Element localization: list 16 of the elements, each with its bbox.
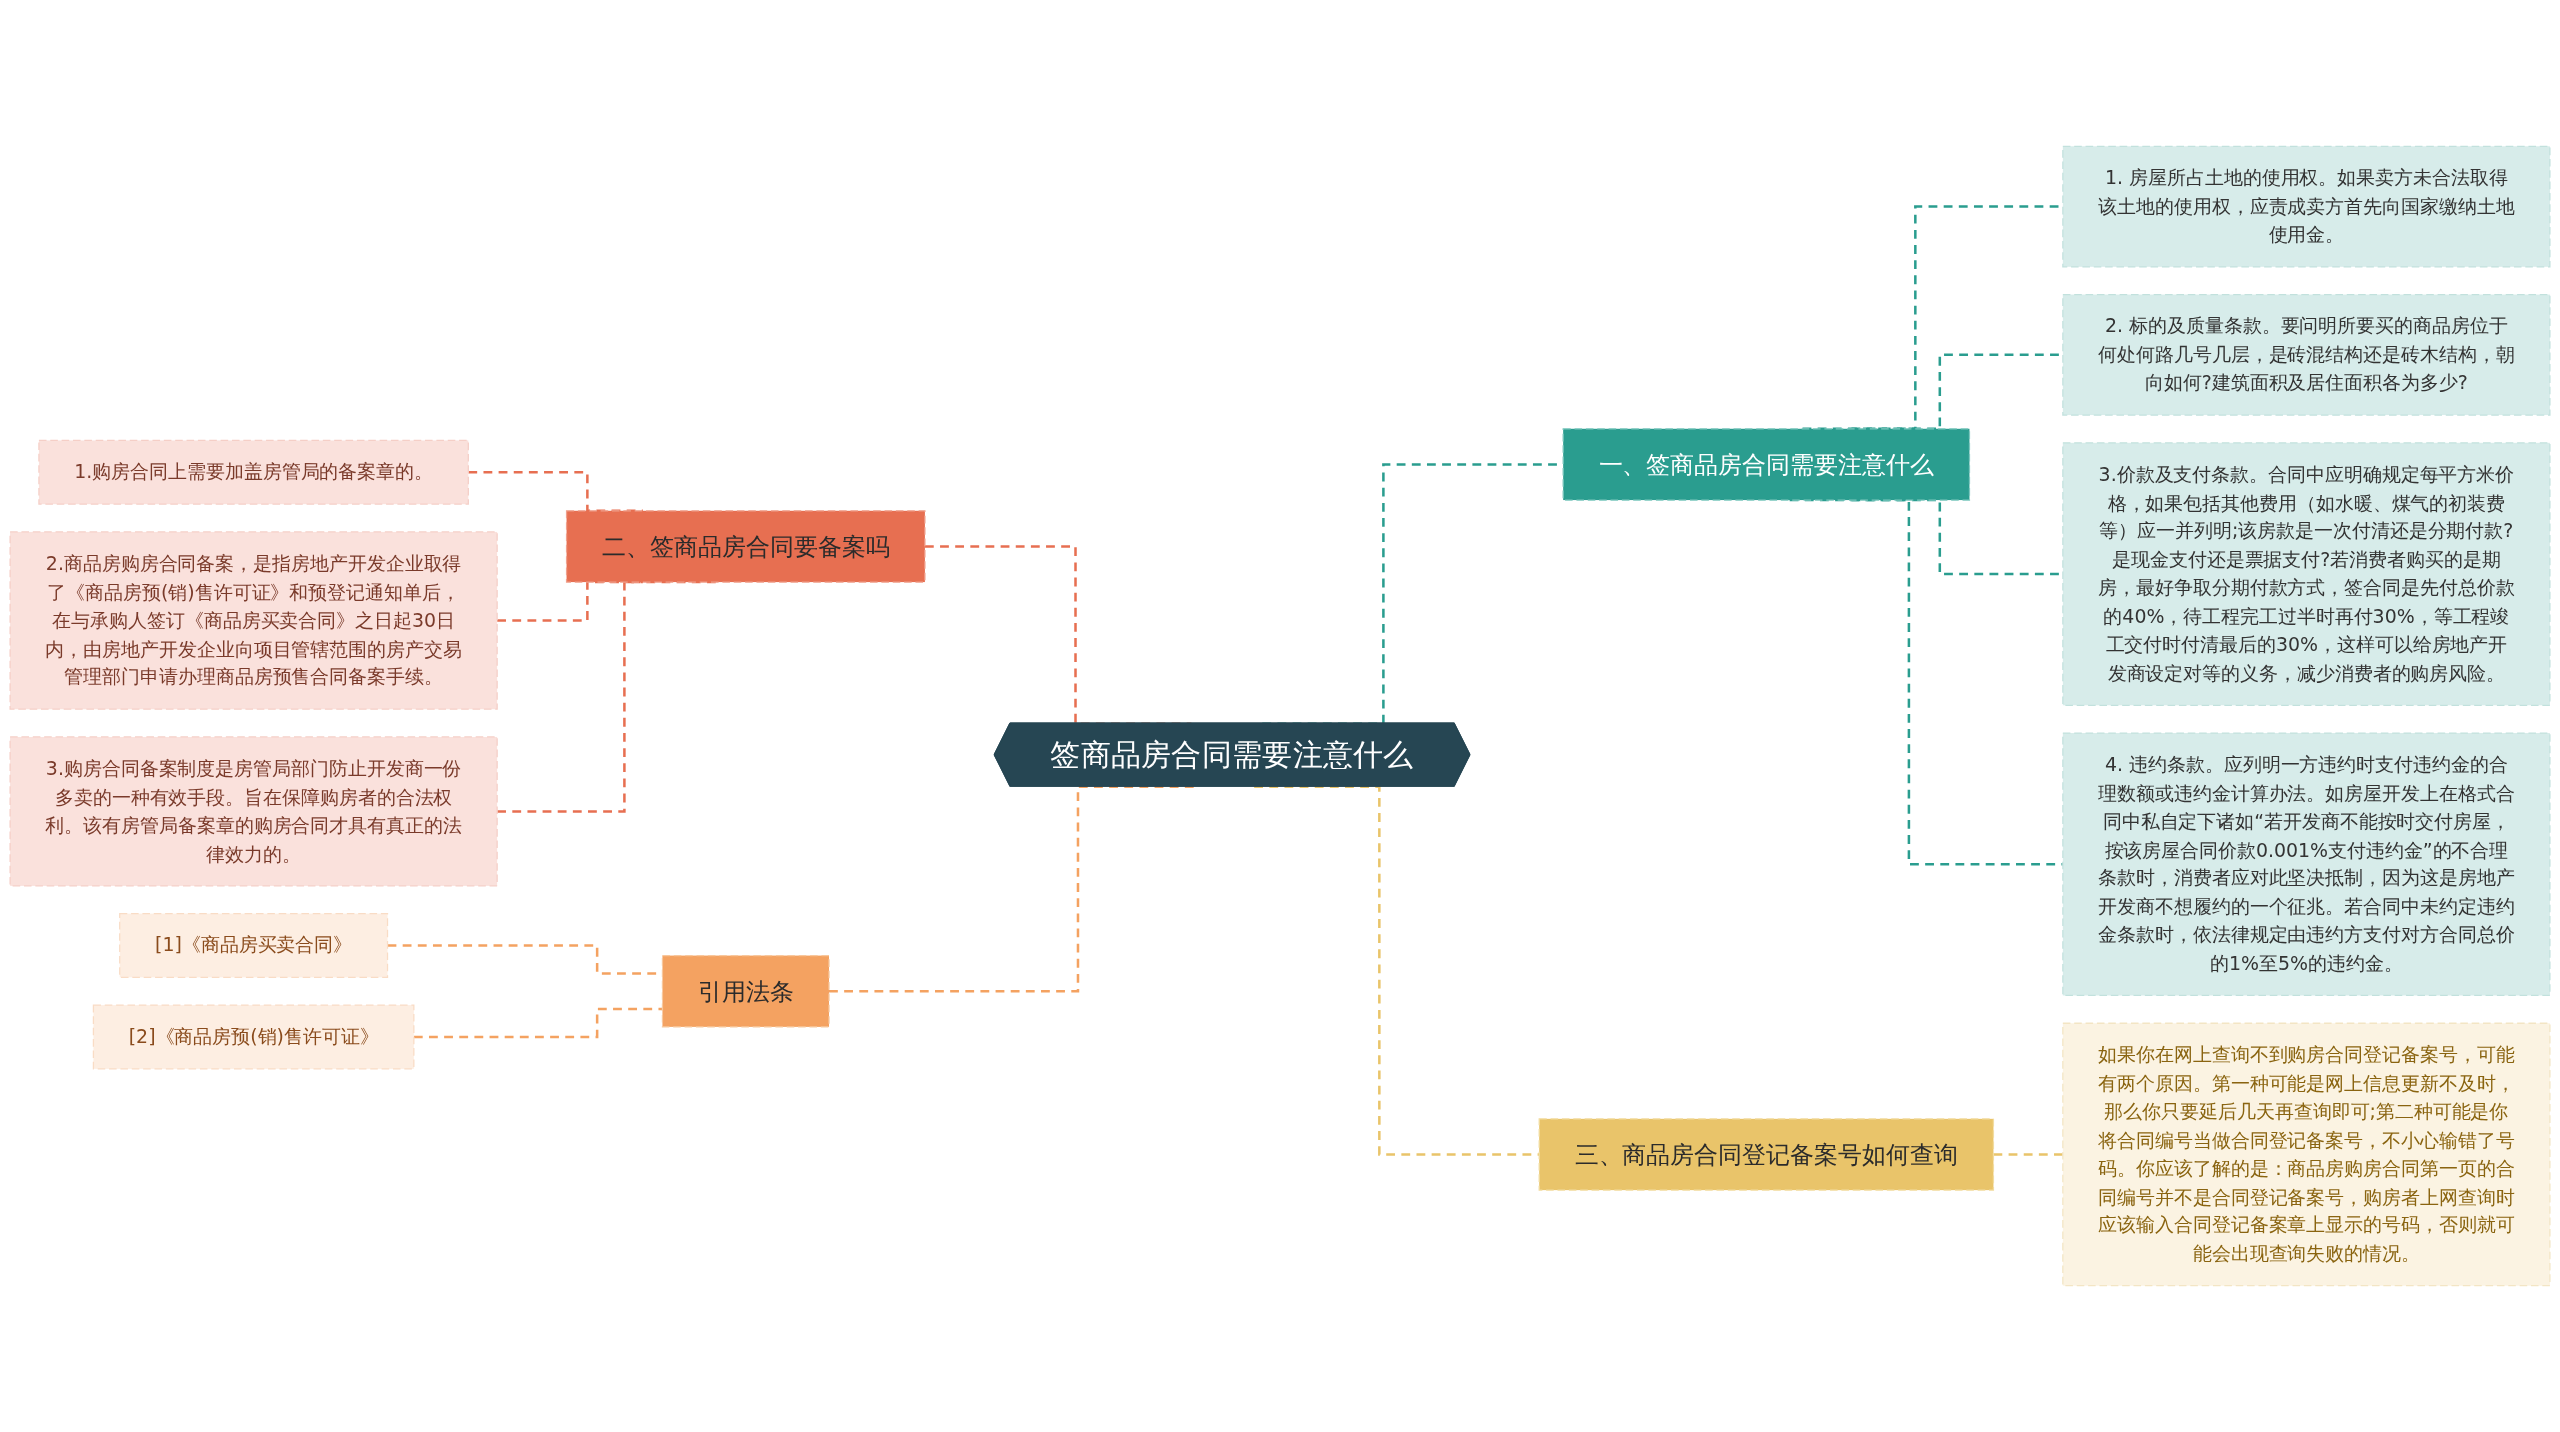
connector: [1993, 1153, 2063, 1156]
node-box: [2]《商品房预(销)售许可证》: [92, 1004, 415, 1070]
node-box: 二、签商品房合同要备案吗: [565, 510, 926, 583]
node-box: 引用法条: [661, 954, 830, 1028]
connector: [413, 1007, 663, 1039]
node-box: 2. 标的及质量条款。要问明所要买的商品房位于何处何路几号几层，是砖混结构还是砖木结构，朝向如何?建筑面积及居住面积各为多少?: [2062, 293, 2551, 416]
node-box: 一、签商品房合同需要注意什么: [1562, 428, 1971, 501]
node-box: 1. 房屋所占土地的使用权。如果卖方未合法取得该土地的使用权，应责成卖方首先向国家缴纳土地使用金。: [2062, 145, 2551, 268]
node-box: 1.购房合同上需要加盖房管局的备案章的。: [38, 439, 469, 505]
node-box: 3.价款及支付条款。合同中应明确规定每平方米价格，如果包括其他费用（如水暖、煤气的初装费等）应一并列明;该房款是一次付清还是分期付款?是现金支付还是票据支付?若消费者购买的是期房，最好争取分期付款方式，签合同是先付总价款的40%，待工程完工过半时再付30%，等工程竣工交付时付清最后的30%，这样可以给房地产开发商设定对等的义务，减少消费者的购房风险。: [2062, 442, 2551, 706]
node-box: [1]《商品房买卖合同》: [119, 913, 389, 978]
node-box: 3.购房合同备案制度是房管局部门防止开发商一份多卖的一种有效手段。旨在保障购房者的合法权利。该有房管局备案章的购房合同才具有真正的法律效力的。: [9, 736, 498, 887]
node-box: 如果你在网上查询不到购房合同登记备案号，可能有两个原因。第一种可能是网上信息更新不及时，那么你只要延后几天再查询即可;第二种可能是你将合同编号当做合同登记备案号，不小心输错了号码。你应该了解的是：商品房购房合同第一页的合同编号并不是合同登记备案号，购房者上网查询时应该输入合同登记备案章上显示的号码，否则就可能会出现查询失败的情况。: [2062, 1022, 2551, 1287]
node-box: 三、商品房合同登记备案号如何查询: [1538, 1118, 1995, 1191]
node-box: 2.商品房购房合同备案，是指房地产开发企业取得了《商品房预(销)售许可证》和预登记通知单后，在与承购人签订《商品房买卖合同》之日起30日内，由房地产开发企业向项目管辖范围的房产交易管理部门申请办理商品房预售合同备案手续。: [9, 531, 498, 710]
node-box: 4. 违约条款。应列明一方违约时支付违约金的合理数额或违约金计算办法。如房屋开发上在格式合同中私自定下诸如“若开发商不能按时交付房屋，按该房屋合同价款0.001%支付违约金”的不合理条款时，消费者应对此坚决抵制，因为这是房地产开发商不想履约的一个征兆。若合同中未约定违约金条款时，依法律规定由违约方支付对方合同总价的1%至5%的违约金。: [2062, 732, 2551, 997]
